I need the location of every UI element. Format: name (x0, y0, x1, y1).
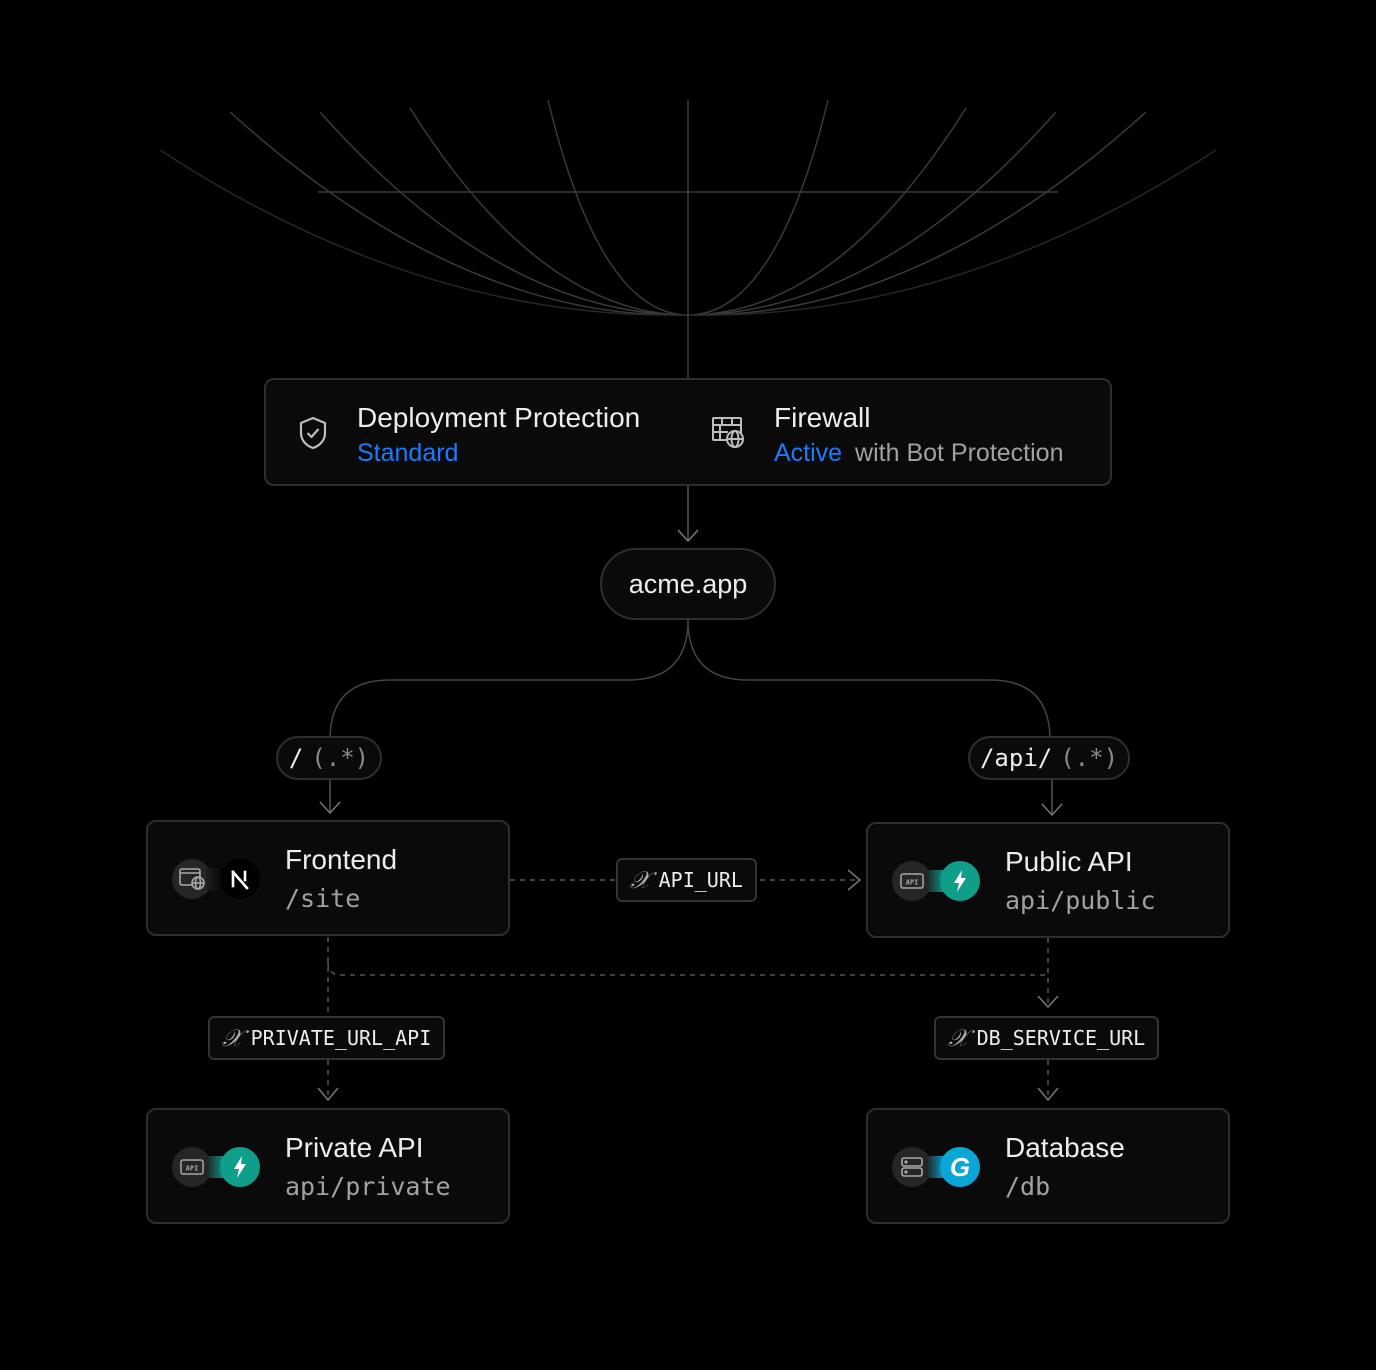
svg-text:API: API (906, 879, 919, 887)
service-card-public-api[interactable]: API Public API api/public (866, 822, 1230, 938)
variable-icon: 𝒳 (630, 866, 651, 894)
service-name: Frontend (285, 844, 398, 875)
variable-icon: 𝒳 (222, 1024, 243, 1052)
env-var-label: API_URL (658, 868, 743, 892)
route-path: / (288, 744, 304, 772)
shield-icon (298, 416, 328, 455)
route-path: /api/ (979, 744, 1053, 772)
variable-icon: 𝒳 (948, 1024, 969, 1052)
security-card[interactable]: Deployment Protection Standard Firewall … (264, 378, 1112, 486)
api-icon: API (892, 861, 932, 901)
service-path: api/public (1005, 886, 1156, 915)
firewall-icon (710, 414, 746, 455)
api-icon: API (172, 1147, 212, 1187)
web-globe-icon (172, 859, 212, 899)
env-var-db-service-url[interactable]: 𝒳 DB_SERVICE_URL (934, 1016, 1160, 1060)
domain-label: acme.app (628, 568, 748, 599)
service-card-frontend[interactable]: Frontend /site (146, 820, 510, 936)
domain-pill[interactable]: acme.app (600, 548, 776, 620)
protection-status: Standard (357, 439, 459, 467)
nextjs-icon (220, 859, 260, 899)
server-icon (892, 1147, 932, 1187)
route-pattern: (.*) (311, 744, 370, 772)
bolt-icon (940, 861, 980, 901)
service-path: api/private (285, 1172, 451, 1201)
globe-lines (159, 99, 1217, 380)
protection-title: Deployment Protection (357, 402, 641, 433)
service-path: /db (1005, 1172, 1051, 1201)
firewall-detail: with Bot Protection (855, 439, 1064, 467)
env-var-api-url[interactable]: 𝒳 API_URL (616, 858, 757, 902)
service-name: Database (1005, 1132, 1125, 1163)
route-pill-root[interactable]: / (.*) (276, 736, 382, 780)
env-var-private-url-api[interactable]: 𝒳 PRIVATE_URL_API (208, 1016, 446, 1060)
firewall-status-line: Active with Bot Protection (774, 439, 1063, 468)
service-path: /site (285, 884, 361, 913)
service-name: Public API (1005, 846, 1133, 877)
service-name: Private API (285, 1132, 424, 1163)
service-card-private-api[interactable]: API Private API api/private (146, 1108, 510, 1224)
bolt-icon (220, 1147, 260, 1187)
firewall-status: Active (774, 439, 843, 467)
route-pattern: (.*) (1060, 744, 1119, 772)
firewall-title: Firewall (774, 402, 871, 433)
env-var-label: PRIVATE_URL_API (250, 1026, 432, 1050)
service-card-database[interactable]: G Database /db (866, 1108, 1230, 1224)
env-var-label: DB_SERVICE_URL (976, 1026, 1146, 1050)
svg-text:API: API (186, 1165, 199, 1173)
route-pill-api[interactable]: /api/ (.*) (968, 736, 1130, 780)
g-icon: G (940, 1147, 980, 1187)
